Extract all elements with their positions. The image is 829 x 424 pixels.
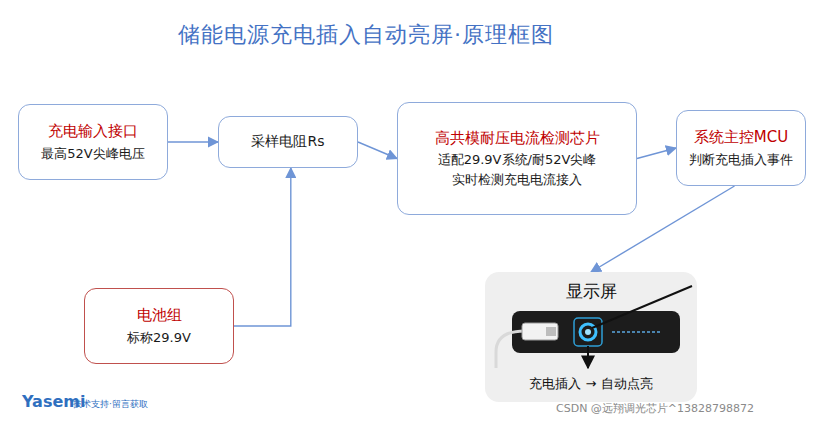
node-body: 实时检测充电电流接入: [452, 170, 582, 190]
node-heading: 采样电阻Rs: [251, 131, 324, 153]
process-box: 充电输入接口最高52V尖峰电压: [18, 104, 168, 180]
node-heading: 显示屏: [566, 278, 617, 304]
flow-arrow: [637, 148, 676, 159]
node-body: 适配29.9V系统/耐52V尖峰: [438, 150, 597, 170]
process-box: 高共模耐压电流检测芯片适配29.9V系统/耐52V尖峰实时检测充电电流接入: [397, 102, 637, 215]
support-note: 技术支持·留言获取: [73, 398, 148, 411]
process-box: 电池组标称29.9V: [84, 288, 234, 364]
node-heading: 高共模耐压电流检测芯片: [435, 127, 600, 150]
node-heading: 系统主控MCU: [694, 126, 788, 149]
process-box: 系统主控MCU判断充电插入事件: [676, 110, 806, 186]
flow-arrow: [358, 142, 397, 159]
watermark: CSDN @远翔调光芯片^13828798872: [556, 401, 754, 416]
node-heading: 电池组: [137, 304, 182, 327]
node-body: 最高52V尖峰电压: [41, 144, 144, 164]
node-heading: 充电输入接口: [48, 120, 138, 143]
node-body: 标称29.9V: [127, 328, 191, 348]
node-body: 充电插入 → 自动点亮: [529, 374, 652, 394]
process-box: 采样电阻Rs: [218, 116, 358, 168]
node-body: 判断充电插入事件: [689, 150, 793, 170]
flow-arrow: [168, 141, 218, 142]
diagram-title: 储能电源充电插入自动亮屏·原理框图: [178, 20, 554, 50]
display-panel: 显示屏充电插入 → 自动点亮: [485, 272, 697, 402]
flow-arrow: [234, 168, 291, 326]
